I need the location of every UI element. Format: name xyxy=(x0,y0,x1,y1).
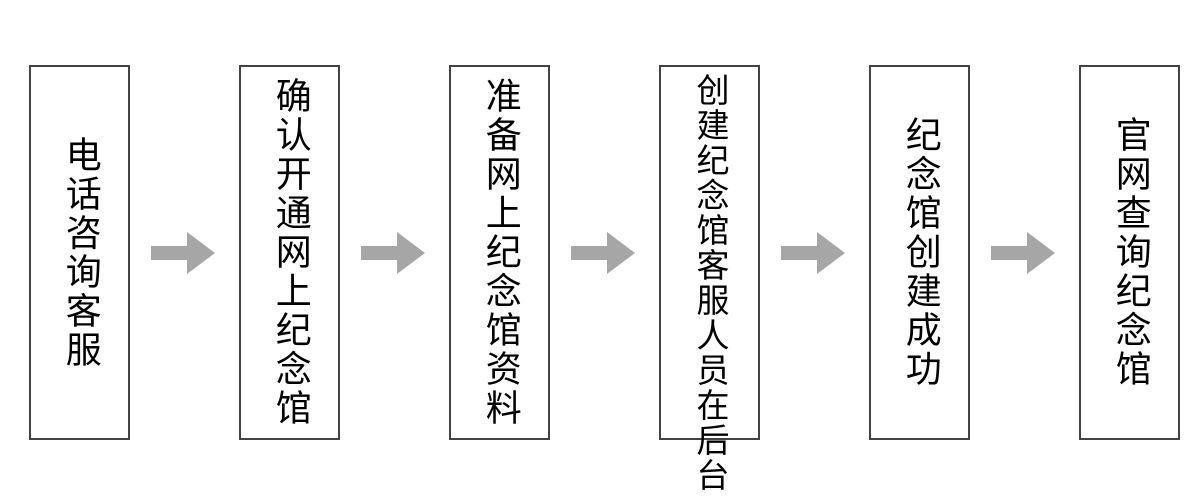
flow-node-3[interactable]: 准备网上纪念馆资料 xyxy=(449,65,550,440)
flow-node-1-label: 电话咨询客服 xyxy=(59,135,101,370)
flow-node-4-label-column-1: 客服人员在后台 xyxy=(690,247,730,493)
flow-node-4-label: 创建纪念馆 客服人员在后台 xyxy=(690,72,730,493)
flow-node-5-label: 纪念馆创建成功 xyxy=(899,116,941,389)
flow-node-2[interactable]: 确认开通网上纪念馆 xyxy=(239,65,340,440)
flow-node-2-label: 确认开通网上纪念馆 xyxy=(269,77,311,428)
flow-node-5[interactable]: 纪念馆创建成功 xyxy=(869,65,970,440)
flow-node-3-label: 准备网上纪念馆资料 xyxy=(479,77,521,428)
flow-arrow-2 xyxy=(361,232,425,274)
flow-node-6[interactable]: 官网查询纪念馆 xyxy=(1079,65,1180,440)
flow-arrow-4 xyxy=(781,232,845,274)
flow-node-4-label-column-2: 创建纪念馆 xyxy=(690,72,730,248)
flow-arrow-5 xyxy=(991,232,1055,274)
flow-node-6-label: 官网查询纪念馆 xyxy=(1109,116,1151,389)
flow-arrow-3 xyxy=(571,232,635,274)
flow-arrow-1 xyxy=(151,232,215,274)
flow-node-1[interactable]: 电话咨询客服 xyxy=(29,65,130,440)
flow-node-4[interactable]: 创建纪念馆 客服人员在后台 xyxy=(659,65,760,493)
